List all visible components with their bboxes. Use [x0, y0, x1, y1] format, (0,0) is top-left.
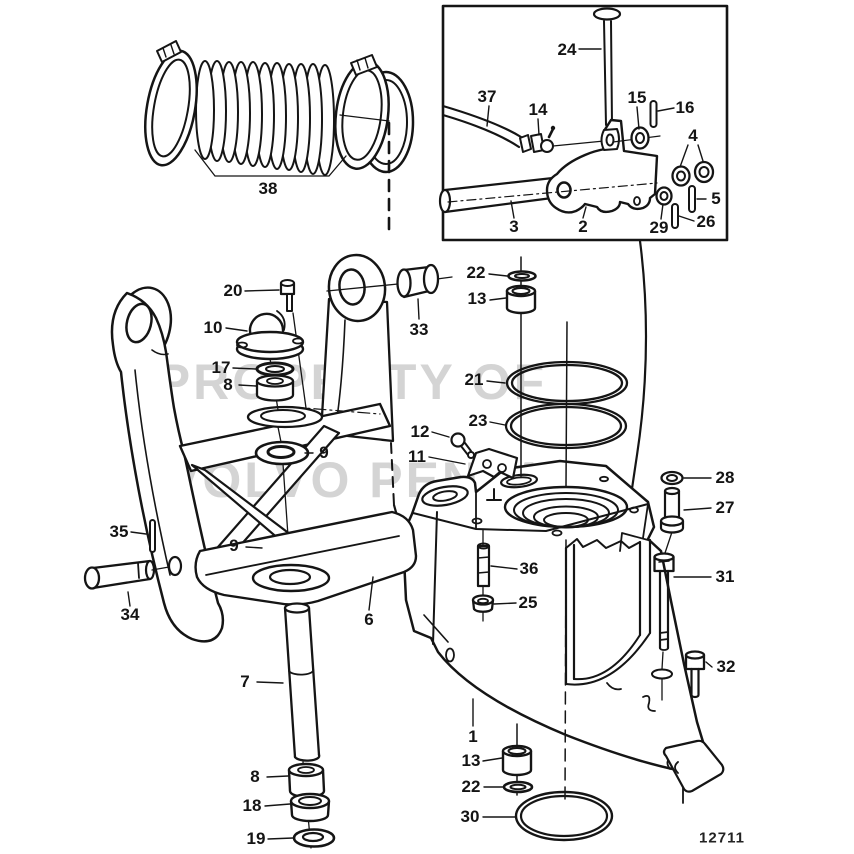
callout-30: 30 [460, 807, 480, 826]
callout-18: 18 [242, 796, 262, 815]
callout-15: 15 [627, 88, 647, 107]
callout-26: 26 [696, 212, 716, 231]
callout-24: 24 [557, 40, 577, 59]
callout-8-upper: 8 [223, 375, 233, 394]
upper-gear-housing-1 [402, 459, 725, 804]
callout-2: 2 [578, 217, 588, 236]
callout-12: 12 [410, 422, 430, 441]
callout-35: 35 [109, 522, 129, 541]
callout-32: 32 [716, 657, 736, 676]
callout-13-upper: 13 [467, 289, 487, 308]
suspension-fork-6 [83, 253, 453, 849]
callout-11: 11 [408, 447, 426, 466]
bushing-stack-top [505, 270, 537, 315]
callout-28: 28 [715, 468, 735, 487]
exhaust-bellows-38 [144, 40, 415, 235]
drawing-number: 12711 [699, 829, 745, 847]
callout-4: 4 [688, 126, 698, 145]
callout-1: 1 [468, 727, 478, 746]
callout-13-lower: 13 [461, 751, 481, 770]
callout-20: 20 [223, 281, 243, 300]
callout-23: 23 [468, 411, 488, 430]
inset-box-shift-lever [438, 4, 729, 242]
callout-27: 27 [715, 498, 735, 517]
callout-37: 37 [477, 87, 497, 106]
callout-7: 7 [240, 672, 250, 691]
o-ring-30 [514, 790, 614, 842]
o-ring-23 [504, 402, 628, 450]
callout-14: 14 [528, 100, 548, 119]
callout-22-upper: 22 [466, 263, 486, 282]
callout-22-lower: 22 [461, 777, 481, 796]
callout-9-lower: 9 [229, 536, 239, 555]
callout-31: 31 [715, 567, 735, 586]
callout-36: 36 [519, 559, 539, 578]
bolt-32 [684, 650, 706, 699]
callout-33: 33 [409, 320, 429, 339]
callout-16: 16 [675, 98, 695, 117]
callout-17: 17 [211, 358, 231, 377]
callout-3: 3 [509, 217, 519, 236]
callout-21: 21 [464, 370, 484, 389]
callout-19: 19 [246, 829, 266, 848]
bolt-31 [651, 552, 675, 701]
washer-28 [660, 470, 684, 486]
sleeve-27 [659, 486, 685, 557]
bushing-stack-bottom [501, 744, 534, 794]
callout-10: 10 [203, 318, 223, 337]
callout-34: 34 [120, 605, 140, 624]
leader-lines [127, 48, 713, 840]
callout-29: 29 [649, 218, 669, 237]
callout-38: 38 [258, 179, 278, 198]
callout-25: 25 [518, 593, 538, 612]
callout-6: 6 [364, 610, 374, 629]
callout-5: 5 [711, 189, 721, 208]
screw-12 [450, 432, 475, 459]
callout-9-upper: 9 [319, 443, 329, 462]
callout-8-lower: 8 [250, 767, 260, 786]
bracket-11 [466, 447, 519, 480]
nut-25 [471, 594, 495, 622]
